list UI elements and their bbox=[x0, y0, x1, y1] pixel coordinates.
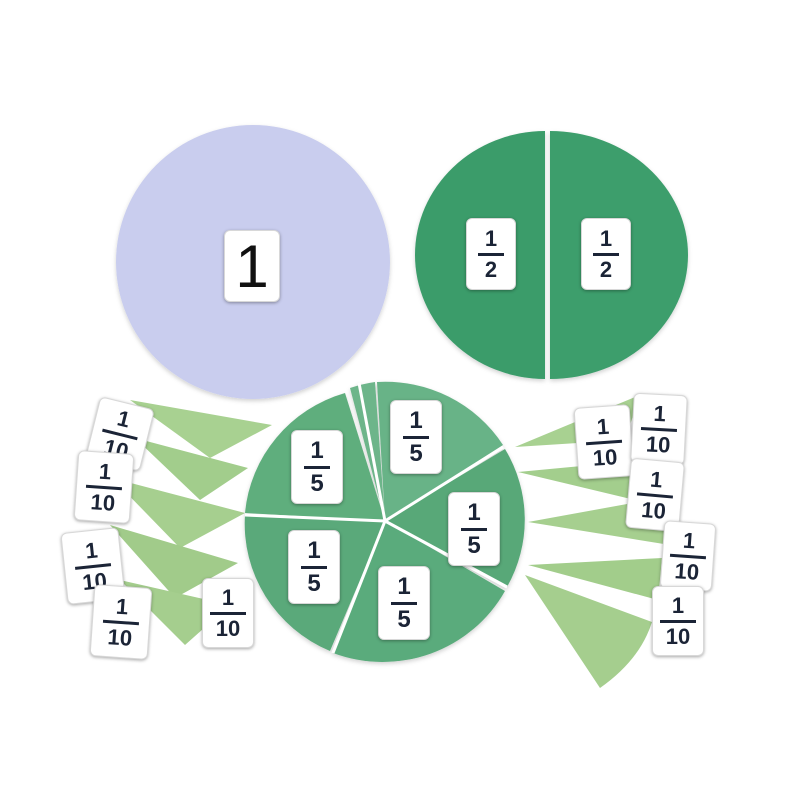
fifth-denominator: 5 bbox=[409, 439, 423, 467]
tenth-sector[interactable] bbox=[135, 438, 248, 500]
tenth-numerator: 1 bbox=[671, 592, 685, 618]
tenth-numerator: 1 bbox=[98, 458, 113, 484]
tenth-denominator: 10 bbox=[645, 430, 672, 458]
tenth-numerator: 1 bbox=[682, 527, 697, 553]
fifth-piece[interactable] bbox=[350, 382, 385, 521]
tenth-sector[interactable] bbox=[112, 478, 245, 548]
fifth-numerator: 1 bbox=[409, 406, 423, 434]
tenth-denominator: 10 bbox=[673, 557, 701, 585]
tenth-sector[interactable] bbox=[528, 558, 662, 600]
fifth-denominator: 5 bbox=[467, 531, 481, 559]
tenth-sector[interactable] bbox=[130, 400, 272, 458]
half-denominator: 2 bbox=[484, 256, 498, 282]
tenth-numerator: 1 bbox=[83, 537, 99, 564]
half-denominator: 2 bbox=[599, 256, 613, 282]
tenth-denominator: 10 bbox=[89, 488, 117, 516]
fifth-denominator: 5 bbox=[307, 569, 321, 597]
fifth-denominator: 5 bbox=[310, 469, 324, 497]
tenth-numerator: 1 bbox=[115, 593, 130, 619]
tenth-numerator: 1 bbox=[649, 466, 664, 493]
whole-label-text: 1 bbox=[235, 232, 269, 300]
tenth-numerator: 1 bbox=[595, 413, 610, 439]
tenth-denominator: 10 bbox=[591, 443, 619, 471]
fifth-numerator: 1 bbox=[467, 498, 481, 526]
tenth-sector[interactable] bbox=[525, 575, 652, 688]
tenth-denominator: 10 bbox=[215, 615, 241, 641]
fifth-numerator: 1 bbox=[310, 436, 324, 464]
tenth-denominator: 10 bbox=[665, 623, 691, 649]
tenth-denominator: 10 bbox=[640, 496, 667, 524]
halves-circle bbox=[415, 131, 688, 379]
half-numerator: 1 bbox=[599, 225, 613, 251]
tenth-numerator: 1 bbox=[114, 404, 133, 433]
fifth-numerator: 1 bbox=[307, 536, 321, 564]
fifth-numerator: 1 bbox=[397, 572, 411, 600]
tenth-numerator: 1 bbox=[653, 400, 667, 426]
fifth-denominator: 5 bbox=[397, 605, 411, 633]
half-numerator: 1 bbox=[484, 225, 498, 251]
whole-label-card: 1 bbox=[224, 230, 280, 302]
tenth-numerator: 1 bbox=[221, 584, 235, 610]
tenth-denominator: 10 bbox=[106, 623, 134, 651]
